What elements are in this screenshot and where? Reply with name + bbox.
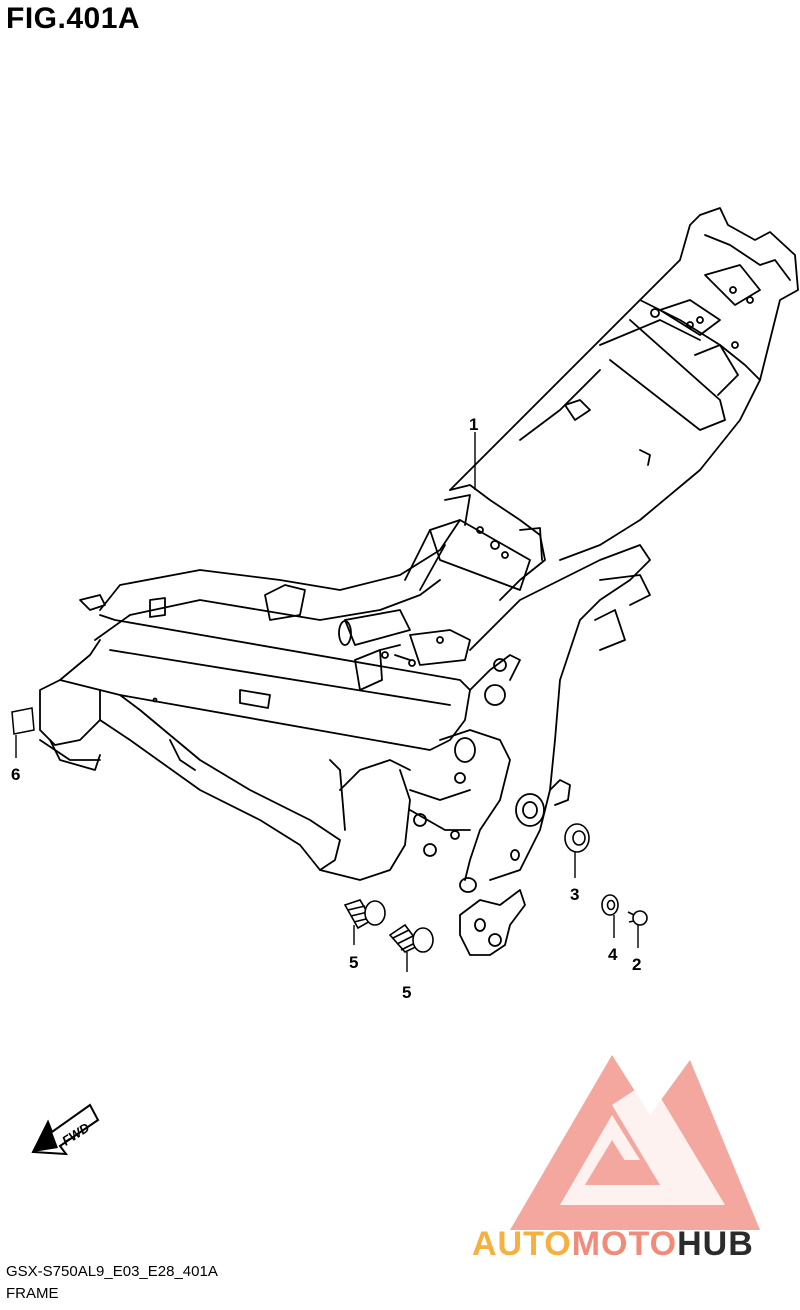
callout-5b: 5 [402,983,411,1002]
figure-title: FIG.401A [6,2,141,35]
leader-lines [15,432,639,972]
callout-1: 1 [469,415,478,434]
frame-part-1 [39,207,799,956]
callout-4: 4 [608,945,618,964]
watermark-logo [510,1055,760,1230]
callout-2: 2 [632,955,641,974]
frame-part-5b [388,923,434,953]
watermark-moto: MOTO [571,1225,678,1263]
watermark-hub: HUB [677,1225,754,1263]
callout-6: 6 [11,765,20,784]
fwd-arrow-icon: FWD [31,1103,100,1156]
frame-part-2 [627,910,648,926]
frame-part-5a [343,899,386,930]
frame-part-4 [601,894,619,916]
callout-3: 3 [570,885,579,904]
callout-5a: 5 [349,953,358,972]
model-code: GSX-S750AL9_E03_E28_401A [6,1263,218,1280]
frame-part-3 [564,823,590,853]
group-name: FRAME [6,1285,59,1302]
frame-part-6 [11,707,35,735]
watermark-text: AUTOMOTOHUB [472,1225,754,1264]
watermark-auto: AUTO [472,1225,572,1263]
